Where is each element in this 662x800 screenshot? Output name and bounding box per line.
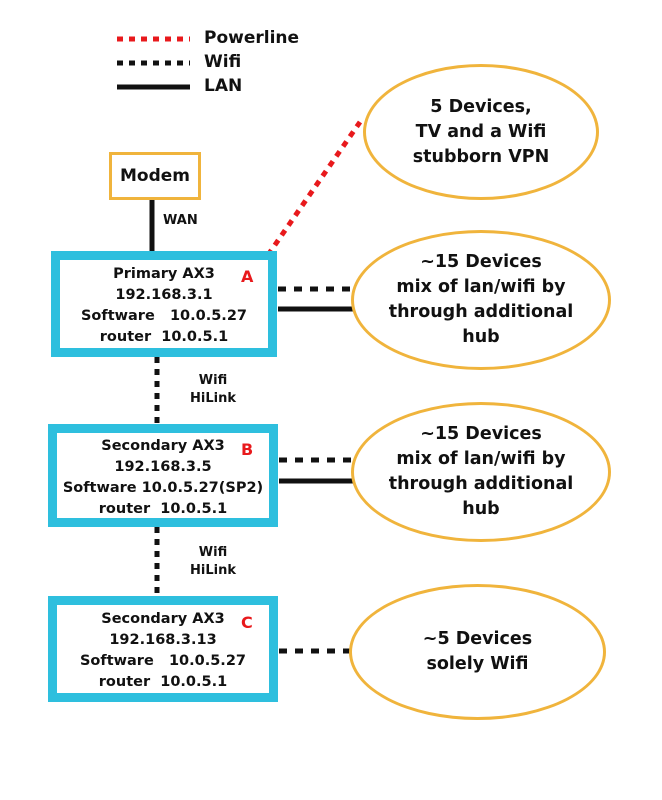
router-b-router-version: router 10.0.5.1: [98, 501, 228, 517]
bubble-4-line-1: ~5 Devices: [422, 629, 533, 649]
bubble-1-line-2: TV and a Wifi: [415, 121, 547, 142]
bubble-3-line-2: mix of lan/wifi by: [396, 449, 566, 469]
bubble-router-a-devices: ~15 Devices mix of lan/wifi by through a…: [351, 230, 611, 370]
hilink-bc-line1: Wifi: [198, 545, 228, 560]
hilink-label-bc: Wifi HiLink: [183, 544, 243, 580]
wan-label: WAN: [163, 213, 198, 228]
bubble-3-line-4: hub: [462, 499, 500, 519]
bubble-2-line-4: hub: [462, 327, 500, 347]
bubble-3-line-3: through additional: [388, 474, 574, 494]
router-b: Secondary AX3 192.168.3.5 Software 10.0.…: [48, 424, 278, 527]
router-c-name: Secondary AX3: [101, 611, 225, 627]
modem-box: Modem: [109, 152, 201, 200]
legend-lan-label: LAN: [204, 76, 243, 96]
powerline-link: [265, 120, 363, 257]
bubble-router-b-devices: ~15 Devices mix of lan/wifi by through a…: [351, 402, 611, 542]
bubble-4-line-2: solely Wifi: [426, 654, 529, 674]
hilink-ab-line1: Wifi: [198, 373, 228, 388]
router-b-tag: B: [241, 440, 254, 459]
router-c-router-version: router 10.0.5.1: [98, 674, 228, 690]
bubble-2-line-1: ~15 Devices: [420, 252, 542, 272]
bubble-1-line-1: 5 Devices,: [430, 96, 532, 117]
router-a-software: Software 10.0.5.27: [80, 308, 247, 324]
router-a-tag: A: [241, 267, 254, 286]
router-a-router-version: router 10.0.5.1: [99, 329, 229, 345]
bubble-router-c-devices: ~5 Devices solely Wifi: [349, 584, 606, 720]
router-a: Primary AX3 192.168.3.1 Software 10.0.5.…: [51, 251, 277, 357]
legend-powerline-label: Powerline: [204, 28, 300, 48]
router-c: Secondary AX3 192.168.3.13 Software 10.0…: [48, 596, 278, 702]
router-c-ip: 192.168.3.13: [109, 632, 217, 648]
legend-wifi-label: Wifi: [204, 52, 242, 72]
router-b-ip: 192.168.3.5: [114, 459, 212, 475]
hilink-label-ab: Wifi HiLink: [183, 372, 243, 408]
bubble-2-line-2: mix of lan/wifi by: [396, 277, 566, 297]
bubble-2-line-3: through additional: [388, 302, 574, 322]
bubble-3-line-1: ~15 Devices: [420, 424, 542, 444]
hilink-bc-line2: HiLink: [190, 563, 236, 578]
router-a-name: Primary AX3: [113, 266, 215, 282]
bubble-1-line-3: stubborn VPN: [412, 146, 550, 167]
router-a-ip: 192.168.3.1: [115, 287, 213, 303]
router-c-tag: C: [241, 613, 253, 632]
bubble-powerline-devices: 5 Devices, TV and a Wifi stubborn VPN: [363, 64, 599, 200]
router-c-software: Software 10.0.5.27: [79, 653, 246, 669]
hilink-ab-line2: HiLink: [190, 391, 236, 406]
router-b-software: Software 10.0.5.27(SP2): [62, 480, 264, 496]
modem-label: Modem: [119, 166, 190, 186]
router-b-name: Secondary AX3: [101, 438, 225, 454]
